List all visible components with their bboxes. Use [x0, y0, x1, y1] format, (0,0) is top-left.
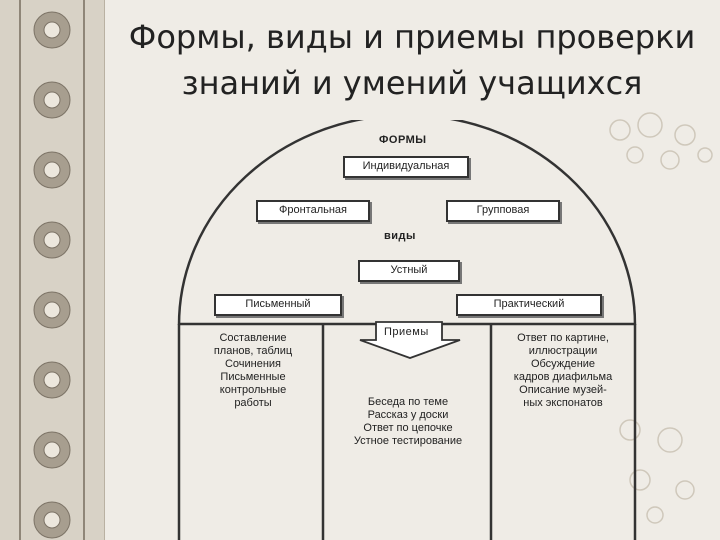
diagram-lines: [177, 120, 637, 540]
practical-techniques-list: Ответ по картине, иллюстрации Обсуждение…: [513, 332, 613, 409]
techniques-label: Приемы: [384, 326, 429, 338]
ornamental-border: [0, 0, 105, 540]
forms-heading: ФОРМЫ: [379, 134, 427, 146]
circle-outline-top: [177, 120, 637, 326]
title-line-2: знаний и умений учащихся: [181, 64, 643, 102]
techniques-arrow: [359, 321, 461, 359]
types-heading: виды: [384, 230, 416, 242]
lace-bottom-right: [619, 419, 695, 524]
form-group: Групповая: [446, 200, 560, 222]
oral-techniques-list: Беседа по теме Рассказ у доски Ответ по …: [353, 396, 463, 447]
form-frontal: Фронтальная: [256, 200, 370, 222]
assessment-diagram: ФОРМЫ Индивидуальная Фронтальная Группов…: [170, 120, 640, 540]
lace-top-right: [609, 112, 713, 170]
type-written: Письменный: [214, 294, 342, 316]
written-techniques-list: Составление планов, таблиц Сочинения Пис…: [213, 332, 293, 409]
form-individual: Индивидуальная: [343, 156, 469, 178]
page-title: Формы, виды и приемы проверки знаний и у…: [104, 14, 720, 106]
type-practical: Практический: [456, 294, 602, 316]
title-line-1: Формы, виды и приемы проверки: [128, 18, 696, 56]
ornament-pattern: [19, 0, 85, 540]
type-oral: Устный: [358, 260, 460, 282]
